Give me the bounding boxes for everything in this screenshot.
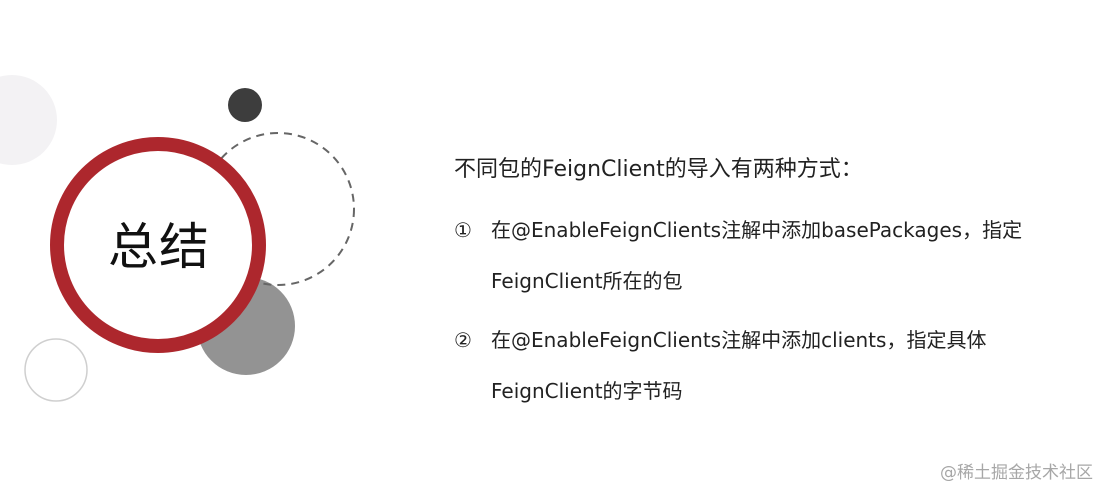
list-item: ② 在@EnableFeignClients注解中添加clients，指定具体 … xyxy=(454,315,1074,417)
summary-heading: 不同包的FeignClient的导入有两种方式： xyxy=(454,157,863,182)
watermark: @稀土掘金技术社区 xyxy=(940,463,1093,483)
small-outline-circle xyxy=(24,338,88,402)
dark-dot-circle xyxy=(228,88,262,122)
list-item-text-line: 在@EnableFeignClients注解中添加basePackages，指定 xyxy=(491,218,1023,242)
list-marker: ② xyxy=(454,328,472,352)
summary-content: 不同包的FeignClient的导入有两种方式： ① 在@EnableFeign… xyxy=(454,150,1074,417)
list-marker: ① xyxy=(454,218,472,242)
light-blob-circle xyxy=(0,75,57,165)
red-ring-circle xyxy=(50,137,266,353)
list-item-text-line: FeignClient的字节码 xyxy=(491,379,683,403)
list-item-text-line: FeignClient所在的包 xyxy=(491,269,683,293)
list-item-text-line: 在@EnableFeignClients注解中添加clients，指定具体 xyxy=(491,328,987,352)
slide-title: 总结 xyxy=(108,218,210,276)
list-item: ① 在@EnableFeignClients注解中添加basePackages，… xyxy=(454,205,1074,307)
